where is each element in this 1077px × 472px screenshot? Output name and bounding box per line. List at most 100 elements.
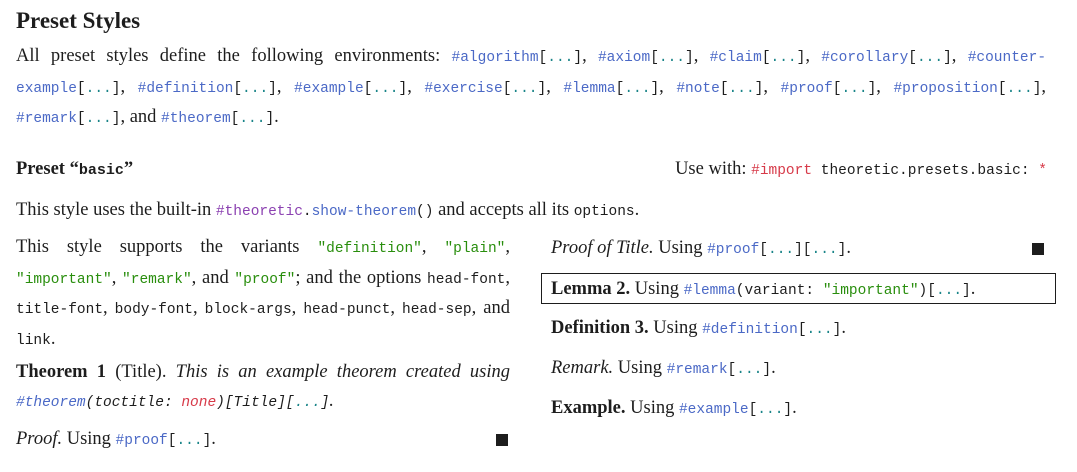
- text-segment: and accepts all its: [433, 200, 574, 220]
- text-segment: ...: [547, 50, 574, 66]
- code-function-name: #example: [294, 80, 364, 97]
- text-segment: ,: [693, 46, 710, 66]
- text-segment: ]: [754, 80, 764, 97]
- text-segment: ...: [806, 322, 833, 338]
- text-segment: ]: [837, 242, 847, 258]
- text-segment: ...: [935, 283, 963, 299]
- text-segment: #theoretic: [215, 204, 303, 220]
- text-segment: This style uses the built-in: [16, 200, 216, 220]
- text-segment: Remark.: [551, 358, 614, 378]
- text-segment: (): [416, 204, 434, 220]
- text-segment: ]: [573, 50, 583, 66]
- text-segment: Theorem 1: [16, 362, 107, 382]
- text-segment: .: [211, 429, 216, 449]
- text-segment: Proof.: [16, 429, 63, 449]
- text-segment: Use with:: [675, 159, 752, 179]
- text-segment: ,: [951, 46, 968, 66]
- text-segment: , and: [471, 298, 510, 318]
- qed-square-icon: [496, 434, 508, 446]
- theorem-block: Theorem 1 (Title). This is an example th…: [16, 358, 510, 417]
- text-segment: ,: [505, 237, 510, 257]
- text-segment: [: [615, 80, 625, 97]
- preset-heading: Preset “basic”: [16, 155, 133, 186]
- text-segment: Using: [62, 429, 116, 449]
- text-segment: head-punct: [303, 302, 391, 318]
- text-segment: *: [1038, 163, 1047, 179]
- code-function-name: #algorithm: [451, 50, 539, 66]
- code-function-name: #theorem: [161, 111, 231, 127]
- lemma-box: [541, 273, 1056, 304]
- text-segment: Using: [653, 238, 708, 258]
- variants-paragraph: This style supports the variants "defini…: [16, 233, 510, 355]
- text-segment: )[: [918, 283, 936, 299]
- code-function-name: #axiom: [597, 50, 651, 66]
- text-segment: ,: [876, 76, 894, 97]
- code-function-name: #corollary: [821, 50, 909, 66]
- text-segment: ]: [320, 394, 330, 411]
- text-segment: ]: [783, 402, 793, 418]
- intro-paragraph: All preset styles define the following e…: [16, 42, 1046, 134]
- text-segment: ...: [85, 80, 112, 97]
- proof-block: Proof. Using #proof[...].: [16, 425, 216, 456]
- text-segment: ...: [841, 80, 868, 97]
- code-string: "important": [822, 283, 919, 299]
- text-segment: ]: [202, 433, 212, 449]
- text-segment: body-font: [114, 302, 193, 318]
- text-segment: ,: [421, 237, 445, 257]
- code-function-name: #proposition: [893, 80, 998, 97]
- text-segment: .: [771, 358, 776, 378]
- text-segment: .: [274, 107, 279, 127]
- text-segment: ...: [770, 50, 797, 66]
- text-segment: ...: [372, 80, 399, 97]
- text-segment: Using: [625, 398, 679, 418]
- text-segment: ,: [659, 76, 677, 97]
- text-segment: ,: [505, 267, 510, 288]
- text-segment: Using: [648, 318, 703, 338]
- text-segment: ...: [1006, 80, 1033, 97]
- text-segment: #import: [751, 163, 813, 179]
- example-block: Example. Using #example[...].: [551, 394, 797, 425]
- text-segment: .: [792, 398, 797, 418]
- text-segment: All preset styles define the following e…: [16, 46, 452, 66]
- code-function-name: show-theorem: [311, 204, 417, 220]
- code-string: "proof": [234, 271, 296, 288]
- code-function-name: #remark: [666, 362, 728, 378]
- text-segment: ,: [291, 298, 304, 318]
- text-segment: ,: [193, 298, 205, 318]
- use-with-line: Use with: #import theoretic.presets.basi…: [675, 155, 1047, 186]
- text-segment: ...: [658, 50, 685, 66]
- text-segment: ]: [1032, 80, 1042, 97]
- code-function-name: #remark: [16, 111, 77, 127]
- text-segment: ]: [762, 362, 772, 378]
- proof-of-title-block: Proof of Title. Using #proof[...][...].: [551, 234, 851, 265]
- text-segment: [: [748, 402, 758, 418]
- text-segment: Lemma 2.: [551, 279, 631, 299]
- text-segment: .: [329, 390, 334, 411]
- text-segment: ...: [916, 50, 944, 66]
- code-string: "important": [16, 271, 112, 288]
- text-segment: [: [167, 433, 177, 449]
- text-segment: ...: [239, 111, 266, 127]
- text-segment: ...: [811, 242, 838, 258]
- text-segment: ...: [728, 80, 755, 97]
- definition-block: Definition 3. Using #definition[...].: [551, 314, 846, 345]
- code-function-name: #counter­example: [16, 50, 1047, 97]
- text-segment: ...: [176, 433, 203, 449]
- text-segment: ...: [242, 80, 269, 97]
- text-segment: .: [846, 238, 851, 258]
- code-function-name: #claim: [709, 50, 762, 66]
- text-segment: [: [997, 80, 1007, 97]
- code-function-name: #note: [676, 80, 720, 97]
- text-segment: .: [970, 279, 976, 299]
- text-segment: [: [233, 80, 243, 97]
- text-segment: ...: [736, 362, 763, 378]
- text-segment: (variant:: [735, 283, 823, 299]
- text-segment: ]: [537, 80, 547, 97]
- text-segment: [: [650, 50, 659, 66]
- code-function-name: #example: [678, 402, 749, 418]
- text-segment: ,: [763, 76, 781, 97]
- code-function-name: #definition: [137, 80, 234, 97]
- text-segment: ...: [85, 111, 112, 127]
- code-string: "plain": [444, 241, 506, 257]
- text-segment: block-args: [204, 302, 292, 318]
